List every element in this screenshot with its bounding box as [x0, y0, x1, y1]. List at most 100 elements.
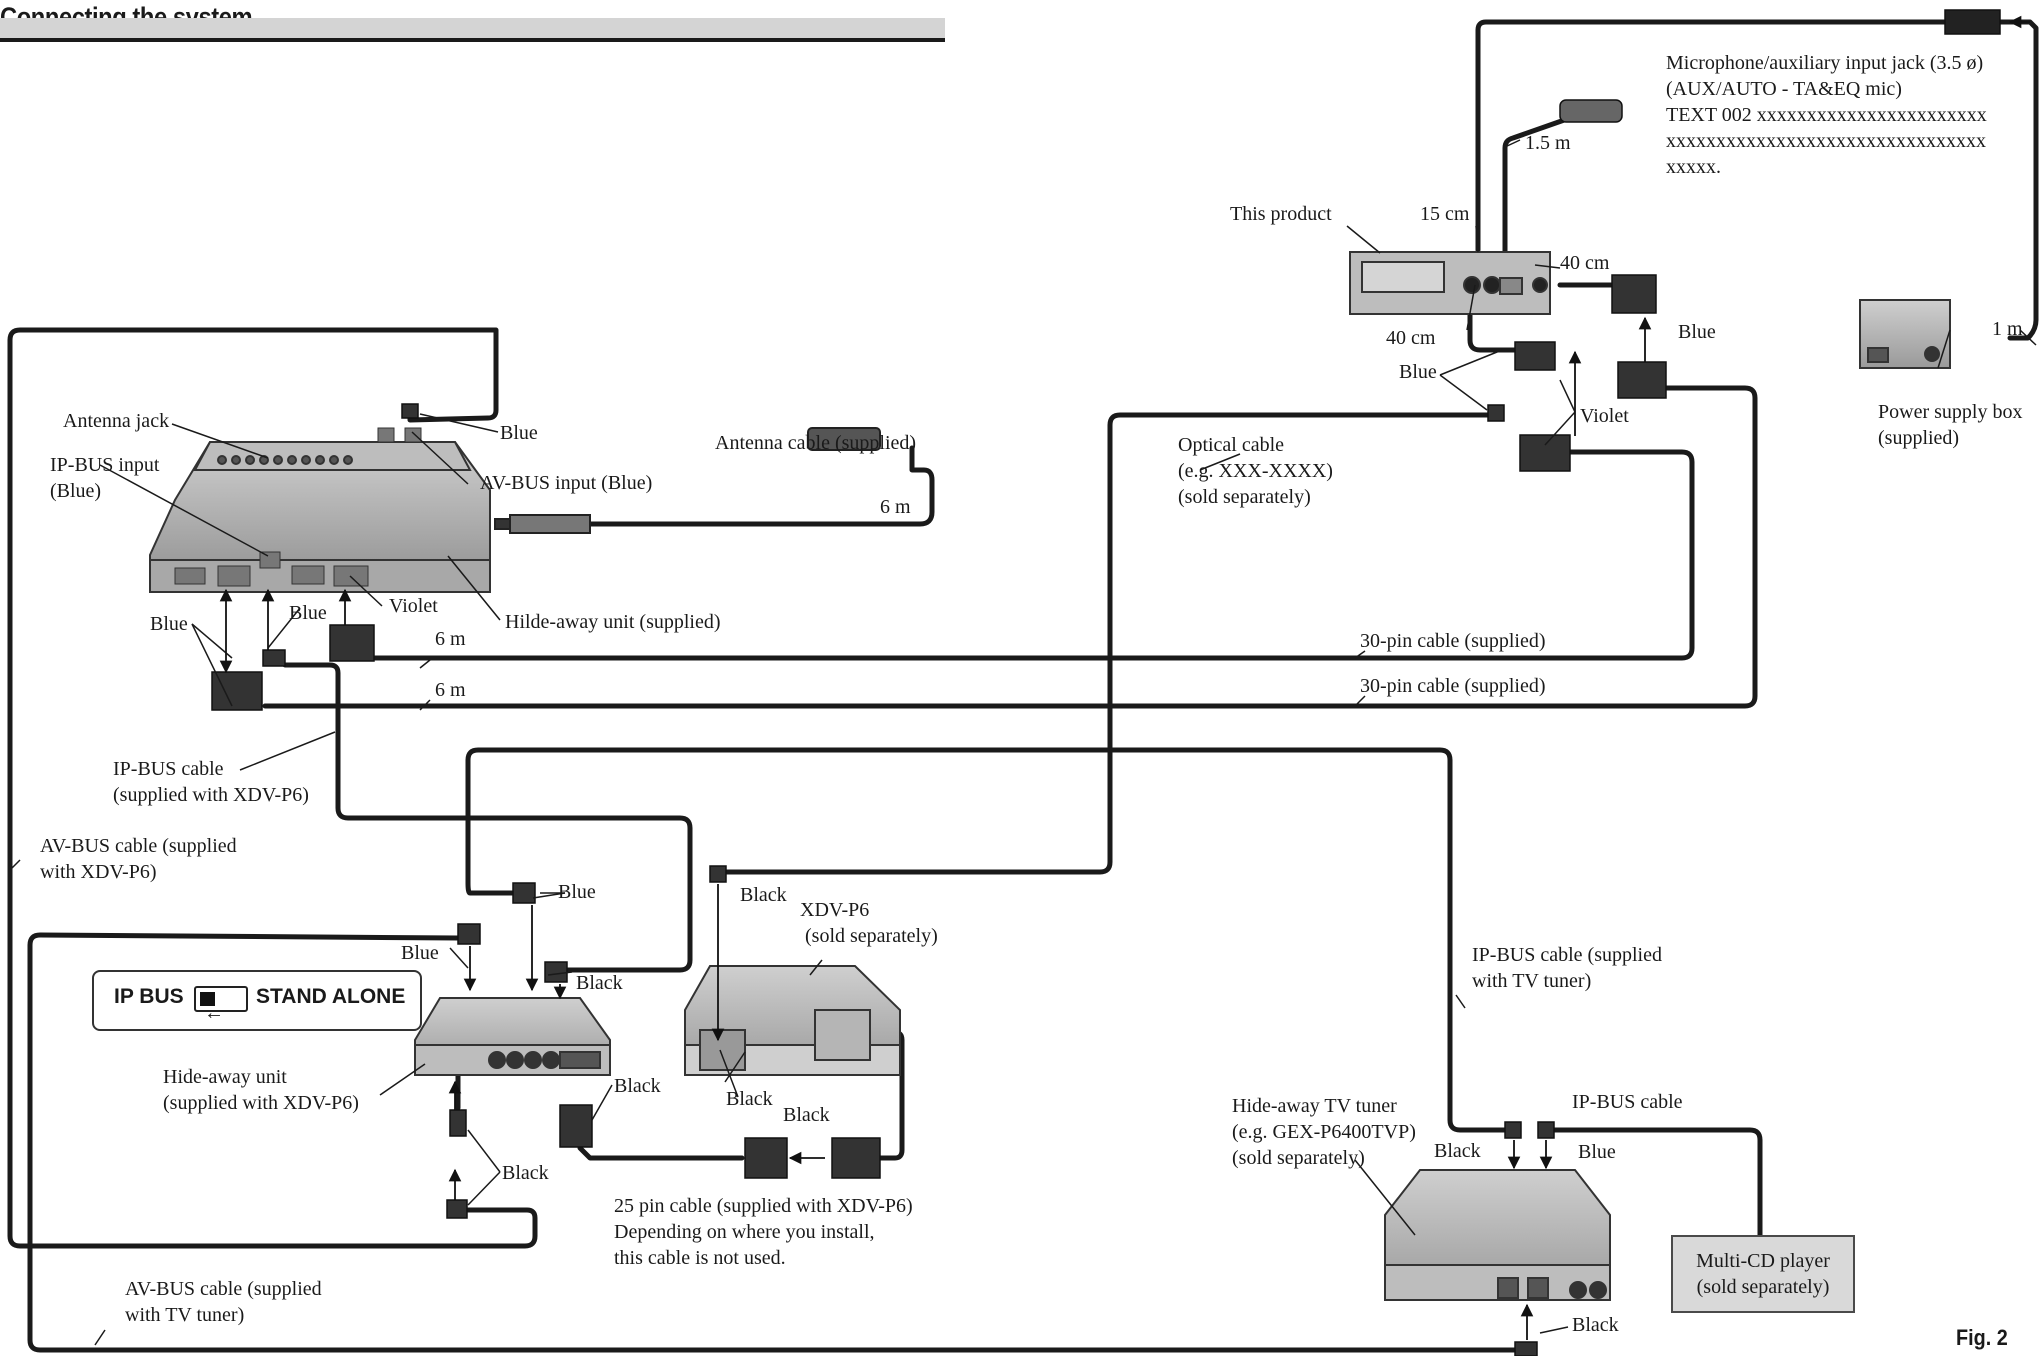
- switch-label-standalone: STAND ALONE: [256, 985, 406, 1008]
- head-power-cable: [1475, 19, 1953, 253]
- tv-tuner-label: (sold separately): [1232, 1147, 1365, 1169]
- tv-tuner: [1384, 1169, 1611, 1301]
- pin30-label: 30-pin cable (supplied): [1360, 630, 1546, 652]
- ipbus-cable-tv: [465, 747, 1515, 1133]
- color-label: Violet: [1580, 405, 1629, 427]
- color-label: Blue: [150, 613, 188, 635]
- psu-label: Power supply box: [1878, 401, 2023, 423]
- mic-jack-label: xxxxxxxxxxxxxxxxxxxxxxxxxxxxxxxx: [1666, 130, 1986, 152]
- mic-jack-label: TEXT 002 xxxxxxxxxxxxxxxxxxxxxxx: [1666, 104, 1987, 126]
- title-underline: [0, 38, 945, 42]
- pin25-label: this cable is not used.: [614, 1247, 786, 1269]
- optical-label: Optical cable: [1178, 434, 1285, 456]
- avbus-cable-label: AV-BUS cable (supplied: [40, 835, 237, 857]
- switch-slider: [194, 986, 248, 1012]
- tv-tuner-label: (e.g. GEX-P6400TVP): [1232, 1121, 1416, 1143]
- antenna-cable: [587, 445, 935, 527]
- color-label: Blue: [1678, 321, 1716, 343]
- xdv-label: (sold separately): [805, 925, 938, 947]
- mic-jack-label: Microphone/auxiliary input jack (3.5 ø): [1666, 52, 1984, 74]
- length-label: 1.5 m: [1525, 132, 1571, 154]
- avbus-cable-xdv: [7, 327, 538, 1249]
- pin30-label: 30-pin cable (supplied): [1360, 675, 1546, 697]
- ipbus-tv-label: with TV tuner): [1472, 970, 1592, 992]
- ipbus-switch-panel: IP BUS ← STAND ALONE: [92, 970, 422, 1031]
- main-hideaway-unit: [149, 427, 491, 593]
- length-label: 6 m: [435, 628, 466, 650]
- color-label: Black: [614, 1075, 661, 1097]
- color-label: Blue: [500, 422, 538, 444]
- avbus-cable-label: with XDV-P6): [40, 861, 157, 883]
- color-label: Blue: [558, 881, 596, 903]
- ipbus-tv-label: IP-BUS cable (supplied: [1472, 944, 1662, 966]
- ipbus-cable-label: (supplied with XDV-P6): [113, 784, 309, 806]
- color-label: Black: [502, 1162, 549, 1184]
- color-label: Blue: [401, 942, 439, 964]
- avbus-tv-label: with TV tuner): [125, 1304, 245, 1326]
- multi-cd-player: Multi-CD player (sold separately): [1671, 1235, 1855, 1313]
- head-unit: [1349, 251, 1551, 315]
- color-label: Blue: [1399, 361, 1437, 383]
- length-label: 6 m: [435, 679, 466, 701]
- color-label: Black: [576, 972, 623, 994]
- length-label: 40 cm: [1386, 327, 1436, 349]
- pin25-label: 25 pin cable (supplied with XDV-P6): [614, 1195, 913, 1217]
- hideaway-main-label: Hilde-away unit (supplied): [505, 611, 721, 633]
- switch-arrow-icon: ←: [204, 1002, 224, 1024]
- xdv-hideaway-unit: [414, 997, 611, 1076]
- antenna-jack-label: Antenna jack: [63, 410, 170, 432]
- length-label: 40 cm: [1560, 252, 1610, 274]
- this-product-label: This product: [1230, 203, 1332, 225]
- psu-label: (supplied): [1878, 427, 1960, 449]
- ipbus-cable-tv-label: IP-BUS cable: [1572, 1091, 1683, 1113]
- length-label: 1 m: [1992, 318, 2023, 340]
- pin25-label: Depending on where you install,: [614, 1221, 875, 1243]
- color-label: Black: [740, 884, 787, 906]
- mic-jack-label: xxxxx.: [1666, 156, 1721, 178]
- switch-knob: [200, 992, 215, 1006]
- pin25-cable: [577, 1145, 745, 1161]
- head-connectors: [1487, 9, 2001, 472]
- length-label: 6 m: [880, 496, 911, 518]
- hideaway-xdv-label: Hide-away unit: [163, 1066, 287, 1088]
- figure-label: Fig. 2: [1956, 1325, 2008, 1350]
- color-label: Black: [1572, 1314, 1619, 1336]
- mic-jack-label: (AUX/AUTO - TA&EQ mic): [1666, 78, 1902, 100]
- title-bar: [0, 18, 945, 38]
- ipbus-cable-cd: [1539, 1127, 1763, 1239]
- antenna-plug: [494, 427, 881, 534]
- optical-cable: [717, 412, 1503, 875]
- ipbus-cable-xdv: [282, 662, 693, 973]
- color-label: Violet: [389, 595, 438, 617]
- optical-label: (e.g. XXX-XXXX): [1178, 460, 1333, 482]
- length-label: 15 cm: [1420, 203, 1470, 225]
- pin30-cable-b: [262, 385, 1758, 709]
- optical-label: (sold separately): [1178, 486, 1311, 508]
- antenna-cable-label: Antenna cable (supplied): [715, 432, 917, 454]
- avbus-cable-tv: [27, 932, 1528, 1353]
- main-connectors: [211, 403, 419, 711]
- power-supply-box: [1859, 299, 1951, 369]
- avbus-input-label: AV-BUS input (Blue): [480, 472, 653, 494]
- ipbus-cable-label: IP-BUS cable: [113, 758, 224, 780]
- switch-label-ipbus: IP BUS: [114, 985, 184, 1008]
- ipbus-input-label: (Blue): [50, 480, 102, 502]
- color-label: Black: [783, 1104, 830, 1126]
- mic-cable: [1502, 115, 1573, 265]
- xdv-label: XDV-P6: [800, 899, 870, 921]
- xdv-connectors: [446, 865, 881, 1219]
- color-label: Blue: [1578, 1141, 1616, 1163]
- tv-tuner-label: Hide-away TV tuner: [1232, 1095, 1397, 1117]
- multi-cd-name: Multi-CD player: [1696, 1250, 1830, 1272]
- color-label: Blue: [289, 602, 327, 624]
- multi-cd-note: (sold separately): [1696, 1276, 1830, 1298]
- color-label: Black: [726, 1088, 773, 1110]
- color-label: Black: [1434, 1140, 1481, 1162]
- avbus-tv-label: AV-BUS cable (supplied: [125, 1278, 322, 1300]
- pin30-cable-a: [367, 449, 1695, 661]
- ipbus-input-label: IP-BUS input: [50, 454, 160, 476]
- hideaway-xdv-label: (supplied with XDV-P6): [163, 1092, 359, 1114]
- tv-connectors: [1504, 1121, 1555, 1356]
